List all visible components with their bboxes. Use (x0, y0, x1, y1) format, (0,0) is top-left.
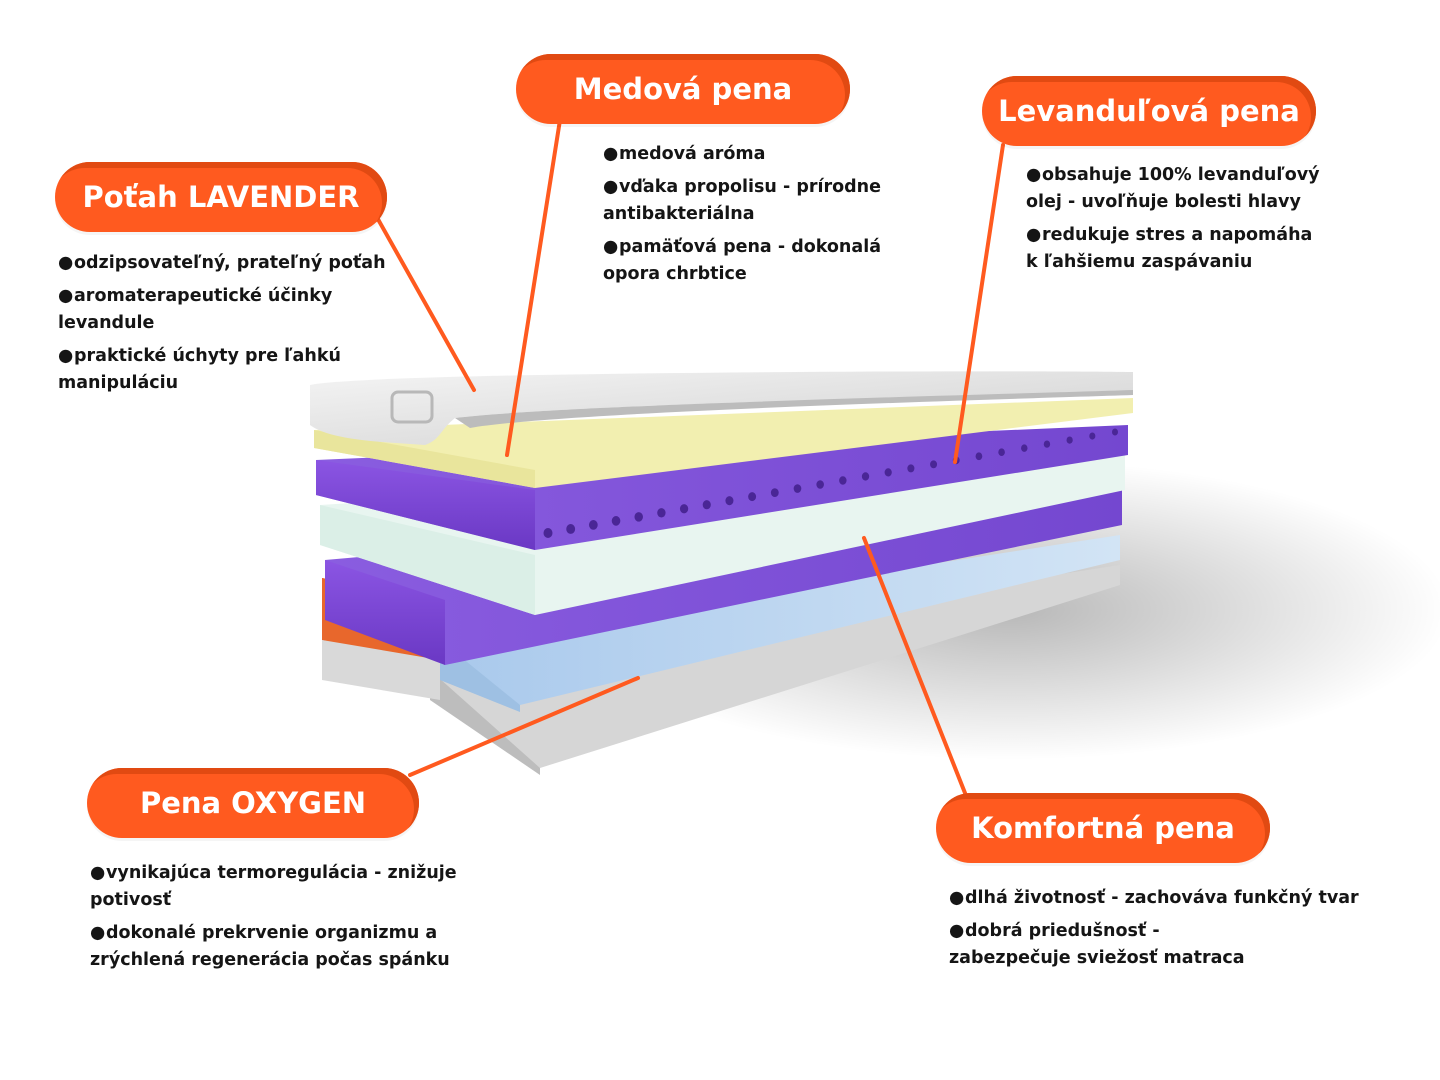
connector-medova (505, 118, 562, 457)
ventilation-hole (816, 480, 824, 489)
list-item: ●pamäťová pena - dokonalá opora chrbtice (603, 237, 882, 284)
ventilation-hole (725, 496, 734, 506)
ventilation-hole (1089, 432, 1096, 440)
connector-komfortna (862, 536, 967, 795)
lower-purple-foam-layer (325, 490, 1122, 665)
ventilation-hole (884, 468, 892, 477)
bullet-list-potah: ●odzipsovateľný, prateľný poťah ●aromate… (58, 250, 388, 403)
list-item: ●vďaka propolisu - prírodne antibakteriá… (603, 177, 881, 224)
bullet-list-medova: ●medová aróma ●vďaka propolisu - prírodn… (603, 141, 893, 294)
ventilation-hole (770, 488, 779, 497)
bullet-list-oxygen: ●vynikajúca termoregulácia - znižuje pot… (90, 860, 540, 980)
list-item: ●dobrá priedušnosť - zabezpečuje sviežos… (949, 921, 1245, 968)
ventilation-hole (793, 484, 802, 493)
list-item: ●medová aróma (603, 144, 766, 164)
bullet-list-levandulova: ●obsahuje 100% levanduľový olej - uvoľňu… (1026, 162, 1326, 282)
ventilation-hole (839, 476, 847, 485)
ventilation-hole (1112, 428, 1118, 436)
ventilation-hole (930, 460, 938, 469)
ventilation-hole (634, 512, 643, 522)
honey-foam-layer (314, 398, 1133, 488)
label-potah-title: Poťah LAVENDER (55, 162, 387, 232)
ventilation-hole (1043, 440, 1051, 448)
ventilation-hole (611, 516, 621, 526)
list-item: ●redukuje stres a napomáha k ľahšiemu za… (1026, 225, 1313, 272)
connector-levandulova (953, 143, 1005, 464)
list-item: ●dokonalé prekrvenie organizmu a zrýchle… (90, 923, 450, 970)
ventilation-hole (975, 452, 983, 461)
connector-lines (368, 118, 1005, 795)
connector-oxygen (408, 676, 640, 777)
ventilation-hole (998, 448, 1005, 457)
ventilation-hole (543, 528, 553, 538)
label-levandulova-title: Levanduľová pena (982, 76, 1316, 146)
label-medova-title: Medová pena (516, 54, 850, 124)
ventilation-holes (543, 428, 1118, 538)
list-item: ●aromaterapeutické účinky levandule (58, 286, 333, 333)
list-item: ●praktické úchyty pre ľahkú manipuláciu (58, 346, 341, 393)
ventilation-hole (1066, 436, 1073, 444)
ventilation-hole (907, 464, 915, 473)
ventilation-hole (861, 472, 870, 481)
label-komfortna-title: Komfortná pena (936, 793, 1270, 863)
ventilation-hole (1021, 444, 1028, 452)
handle-icon (390, 390, 434, 424)
ventilation-hole (748, 492, 757, 502)
connector-potah (368, 203, 476, 392)
ventilation-hole (702, 500, 711, 510)
list-item: ●dlhá životnosť - zachováva funkčný tvar (949, 888, 1359, 908)
bullet-list-komfortna: ●dlhá životnosť - zachováva funkčný tvar… (949, 885, 1369, 978)
list-item: ●odzipsovateľný, prateľný poťah (58, 253, 386, 273)
ventilation-hole (657, 508, 666, 518)
ventilation-hole (679, 504, 689, 514)
ventilation-hole (566, 524, 576, 534)
list-item: ●vynikajúca termoregulácia - znižuje pot… (90, 863, 457, 910)
ventilation-hole (588, 520, 598, 530)
list-item: ●obsahuje 100% levanduľový olej - uvoľňu… (1026, 165, 1320, 212)
label-oxygen-title: Pena OXYGEN (87, 768, 419, 838)
